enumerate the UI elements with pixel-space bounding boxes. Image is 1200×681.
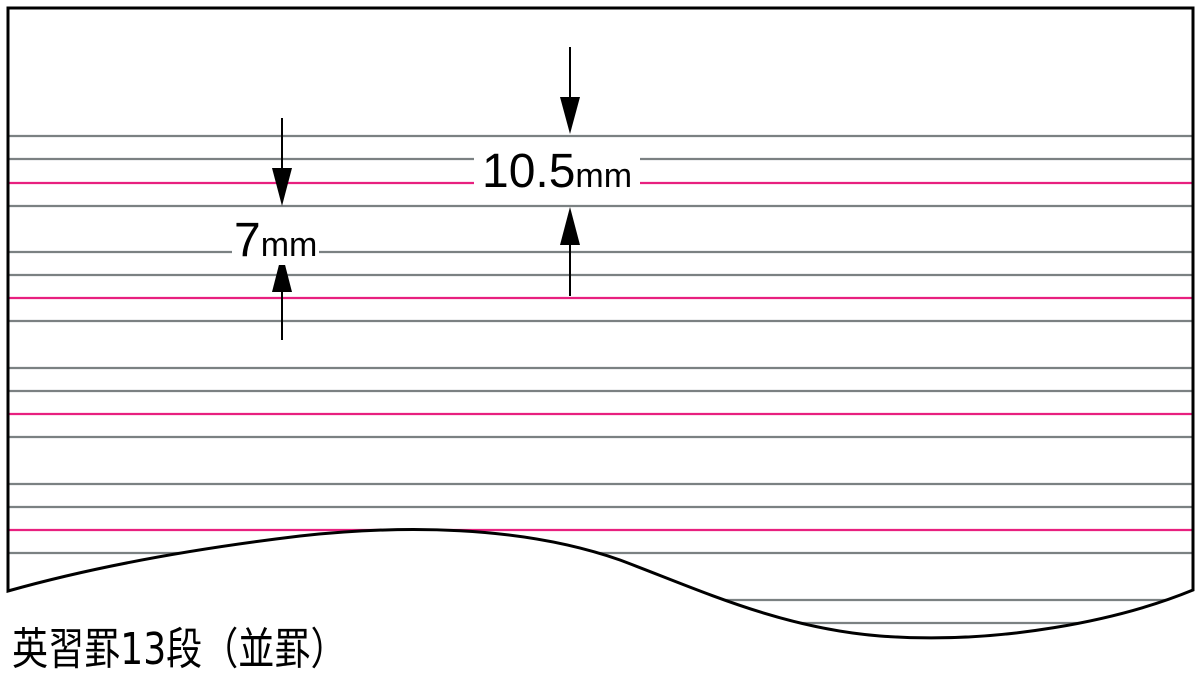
arrow-down-icon [272, 168, 292, 206]
dimension-value: 7 [234, 214, 261, 267]
ruled-lines [8, 134, 1193, 625]
diagram-caption: 英習罫13段（並罫） [12, 624, 347, 675]
dimension-unit: mm [575, 157, 633, 195]
dimension-label-7mm: 7mm [232, 214, 320, 267]
dimension-7mm-arrows [272, 118, 292, 340]
arrow-up-icon [560, 207, 580, 245]
arrow-down-icon [560, 97, 580, 134]
dimension-10-5mm-arrows [560, 47, 580, 296]
pink-baselines [8, 181, 1193, 532]
dimension-unit: mm [260, 226, 318, 264]
arrow-up-icon [272, 253, 292, 292]
dimension-value: 10.5 [482, 145, 576, 198]
gray-guide-lines [8, 134, 1193, 625]
dimension-label-10-5mm: 10.5mm [474, 145, 641, 198]
paper-frame [6, 6, 1195, 640]
